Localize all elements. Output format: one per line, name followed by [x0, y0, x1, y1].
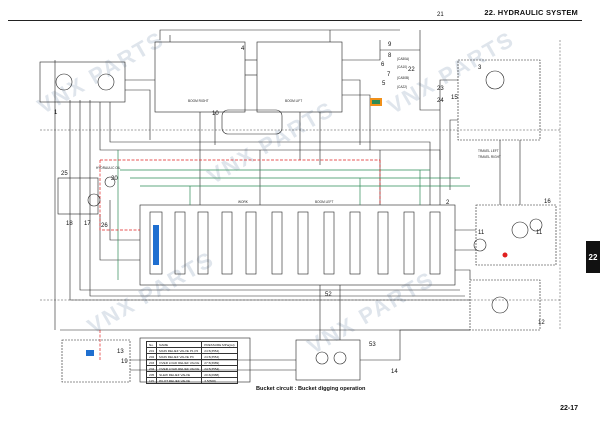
- port-label: WORK: [238, 200, 248, 204]
- figure-caption: Bucket circuit : Bucket digging operatio…: [256, 386, 366, 392]
- hydraulic-tank: [57, 177, 99, 215]
- page-number: 22-17: [560, 405, 578, 412]
- travel-motor-right: [475, 204, 557, 266]
- callout-8: 8: [388, 53, 392, 59]
- callout-16: 16: [544, 199, 551, 205]
- pilot-pump-block: [61, 339, 131, 383]
- table-cell: PILOT RELIEF VALVE: [156, 377, 203, 384]
- callout-12: 12: [538, 320, 545, 326]
- callout-19: 19: [121, 359, 128, 365]
- callout-2: 2: [446, 200, 450, 206]
- swing-motor-block: [457, 59, 541, 141]
- callout-52: 52: [325, 292, 332, 298]
- callout-5: 5: [382, 81, 386, 87]
- port-label: (CA50A): [397, 57, 410, 61]
- section-tab[interactable]: 22: [586, 241, 600, 273]
- callout-23: 23: [437, 86, 444, 92]
- callout-7: 7: [387, 72, 391, 78]
- callout-17: 17: [84, 221, 91, 227]
- port-label: TRAVEL RIGHT: [478, 155, 501, 159]
- control-valve-spool: [149, 211, 163, 275]
- callout-9: 9: [388, 42, 392, 48]
- solenoid-block: [295, 339, 361, 381]
- port-label: HYDRAULIC OIL: [96, 166, 121, 170]
- callout-15: 15: [451, 95, 458, 101]
- callout-53: 53: [369, 342, 376, 348]
- active-spool: [153, 225, 159, 265]
- callout-22: 22: [408, 67, 415, 73]
- callout-18: 18: [66, 221, 73, 227]
- callout-3: 3: [478, 65, 482, 71]
- bucket-cylinder: [221, 109, 283, 135]
- port-label: (CA10): [397, 65, 408, 69]
- callout-24: 24: [437, 98, 444, 104]
- callout-1: 1: [54, 110, 58, 116]
- callout-4: 4: [241, 46, 245, 52]
- section-title: 22. HYDRAULIC SYSTEM: [484, 8, 578, 17]
- callout-20: 20: [111, 176, 118, 182]
- callout-11: 11: [478, 230, 485, 236]
- port-label: (CA22): [397, 85, 408, 89]
- header-divider: [8, 20, 582, 21]
- table-row: 115 PILOT RELIEF VALVE 3.5(508): [145, 377, 238, 384]
- callout-10: 10: [212, 111, 219, 117]
- port-label: (CA50B): [397, 76, 410, 80]
- pump-group: [39, 61, 126, 103]
- callout-6: 6: [381, 62, 385, 68]
- control-valve: [139, 204, 456, 286]
- callout-13: 13: [117, 349, 124, 355]
- port-label: BOOM RIGHT: [188, 99, 209, 103]
- table-row: 202 MAIN RELIEF VALVE P3 24.5(3554): [145, 353, 238, 360]
- pilot-valve-block-right: [256, 41, 343, 113]
- relief-pressure-table: No. NAME PRESSURE MPa(psi) 201 MAIN RELI…: [145, 341, 238, 384]
- callout-11b: 11: [536, 230, 543, 236]
- port-label: TRAVEL LEFT: [478, 149, 499, 153]
- table-cell: 3.5(508): [201, 377, 238, 384]
- callout-25: 25: [61, 171, 68, 177]
- table-cell: 115: [145, 377, 158, 384]
- callout-26: 26: [101, 223, 108, 229]
- port-label: BOOM LIFT: [285, 99, 303, 103]
- callout-14: 14: [391, 369, 398, 375]
- travel-motor-left: [469, 279, 541, 331]
- port-label: BOOM LEFT: [315, 200, 334, 204]
- callout-21: 21: [437, 12, 444, 18]
